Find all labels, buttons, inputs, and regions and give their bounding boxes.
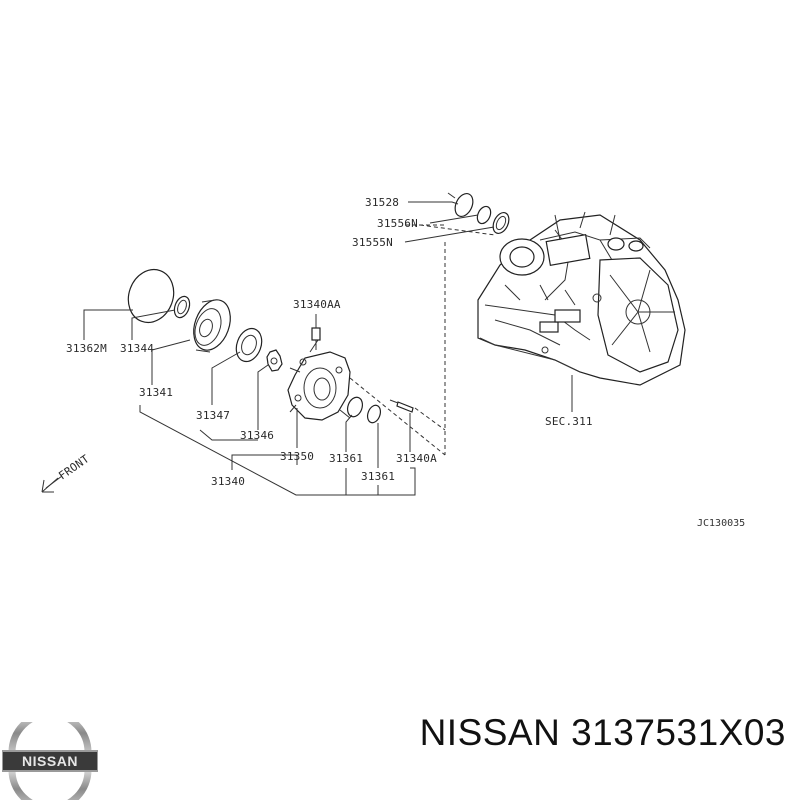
alignment-lines <box>349 224 496 456</box>
brand-name: NISSAN <box>419 712 561 753</box>
callout-31350: 31350 <box>280 450 314 463</box>
callout-31556N: 31556N <box>377 217 418 230</box>
callout-31344: 31344 <box>120 342 154 355</box>
callout-31341: 31341 <box>139 386 173 399</box>
callout-31361-upper: 31361 <box>329 452 363 465</box>
oil-pump-parts <box>127 268 414 424</box>
callout-31528: 31528 <box>365 196 399 209</box>
callout-31362M: 31362M <box>66 342 107 355</box>
callout-31340AA: 31340AA <box>293 298 341 311</box>
callout-31347: 31347 <box>196 409 230 422</box>
front-arrow: FRONT <box>41 452 92 493</box>
part-number: 3137531X03 <box>571 712 786 753</box>
seal-group <box>447 192 510 234</box>
callout-31361-lower: 31361 <box>361 470 395 483</box>
front-label: FRONT <box>56 452 92 482</box>
logo-text: NISSAN <box>22 753 78 769</box>
callout-31346: 31346 <box>240 429 274 442</box>
callout-31340A: 31340A <box>396 452 437 465</box>
transmission-assembly <box>477 211 686 386</box>
brand-part-number: NISSAN 3137531X03 <box>420 712 786 754</box>
figure-code: JC130035 <box>697 518 745 529</box>
callout-31340: 31340 <box>211 475 245 488</box>
leader-lines <box>83 201 573 496</box>
nissan-logo: NISSAN <box>2 722 98 800</box>
callout-labels: 31528 31556N 31555N 31340AA 31362M 31344… <box>66 196 745 529</box>
callout-31555N: 31555N <box>352 236 393 249</box>
section-reference: SEC.311 <box>545 415 593 428</box>
